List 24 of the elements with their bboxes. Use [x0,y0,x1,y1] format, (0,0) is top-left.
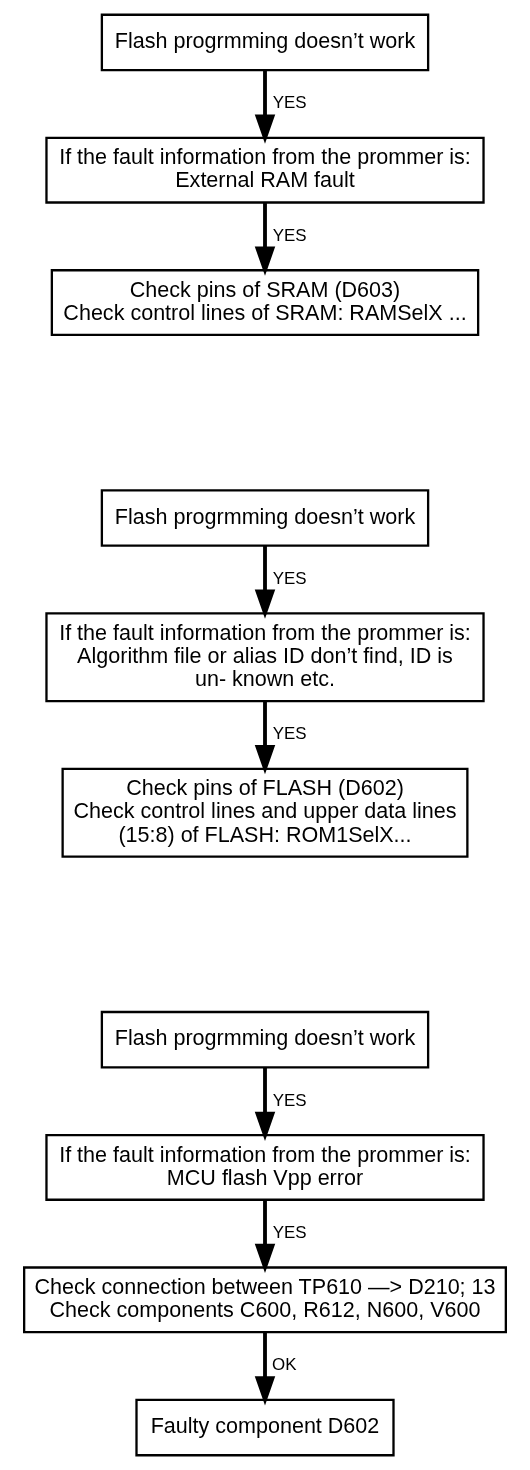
edge-label: YES [272,1090,307,1110]
edge-label: YES [272,568,307,588]
arrow [254,701,276,775]
edge-label: YES [272,1222,307,1242]
edge-label: YES [272,225,307,245]
arrow [254,70,276,144]
node-box: Flash progrmming doesn’t work [100,489,430,547]
edge-label: YES [272,724,307,744]
node-box: Check pins of SRAM (D603) Check control lines of SRAM: RAMSelX ... [50,269,480,337]
node-box: If the fault information from the prommer is: MCU flash Vpp error [45,1133,485,1201]
arrow [254,1067,276,1141]
node-box: Faulty component D602 [135,1398,395,1457]
arrow [254,1200,276,1274]
edge-label: OK [272,1355,297,1375]
arrow [254,1332,276,1406]
arrow [254,203,276,276]
edge-label: YES [272,93,307,113]
node-box: If the fault information from the prommer is: External RAM fault [45,136,485,204]
node-box: If the fault information from the prommer is: Algorithm file or alias ID don’t find, ID is un- known etc. [45,612,485,703]
node-box: Check connection between TP610 —> D210; 13 Check components C600, R612, N600, V600 [23,1266,507,1334]
node-box: Flash progrmming doesn’t work [100,1010,430,1069]
node-box: Flash progrmming doesn’t work [100,13,430,72]
node-box: Check pins of FLASH (D602) Check control lines and upper data lines (15:8) of FLASH: ROM1SelX... [61,767,469,858]
arrow [254,545,276,619]
